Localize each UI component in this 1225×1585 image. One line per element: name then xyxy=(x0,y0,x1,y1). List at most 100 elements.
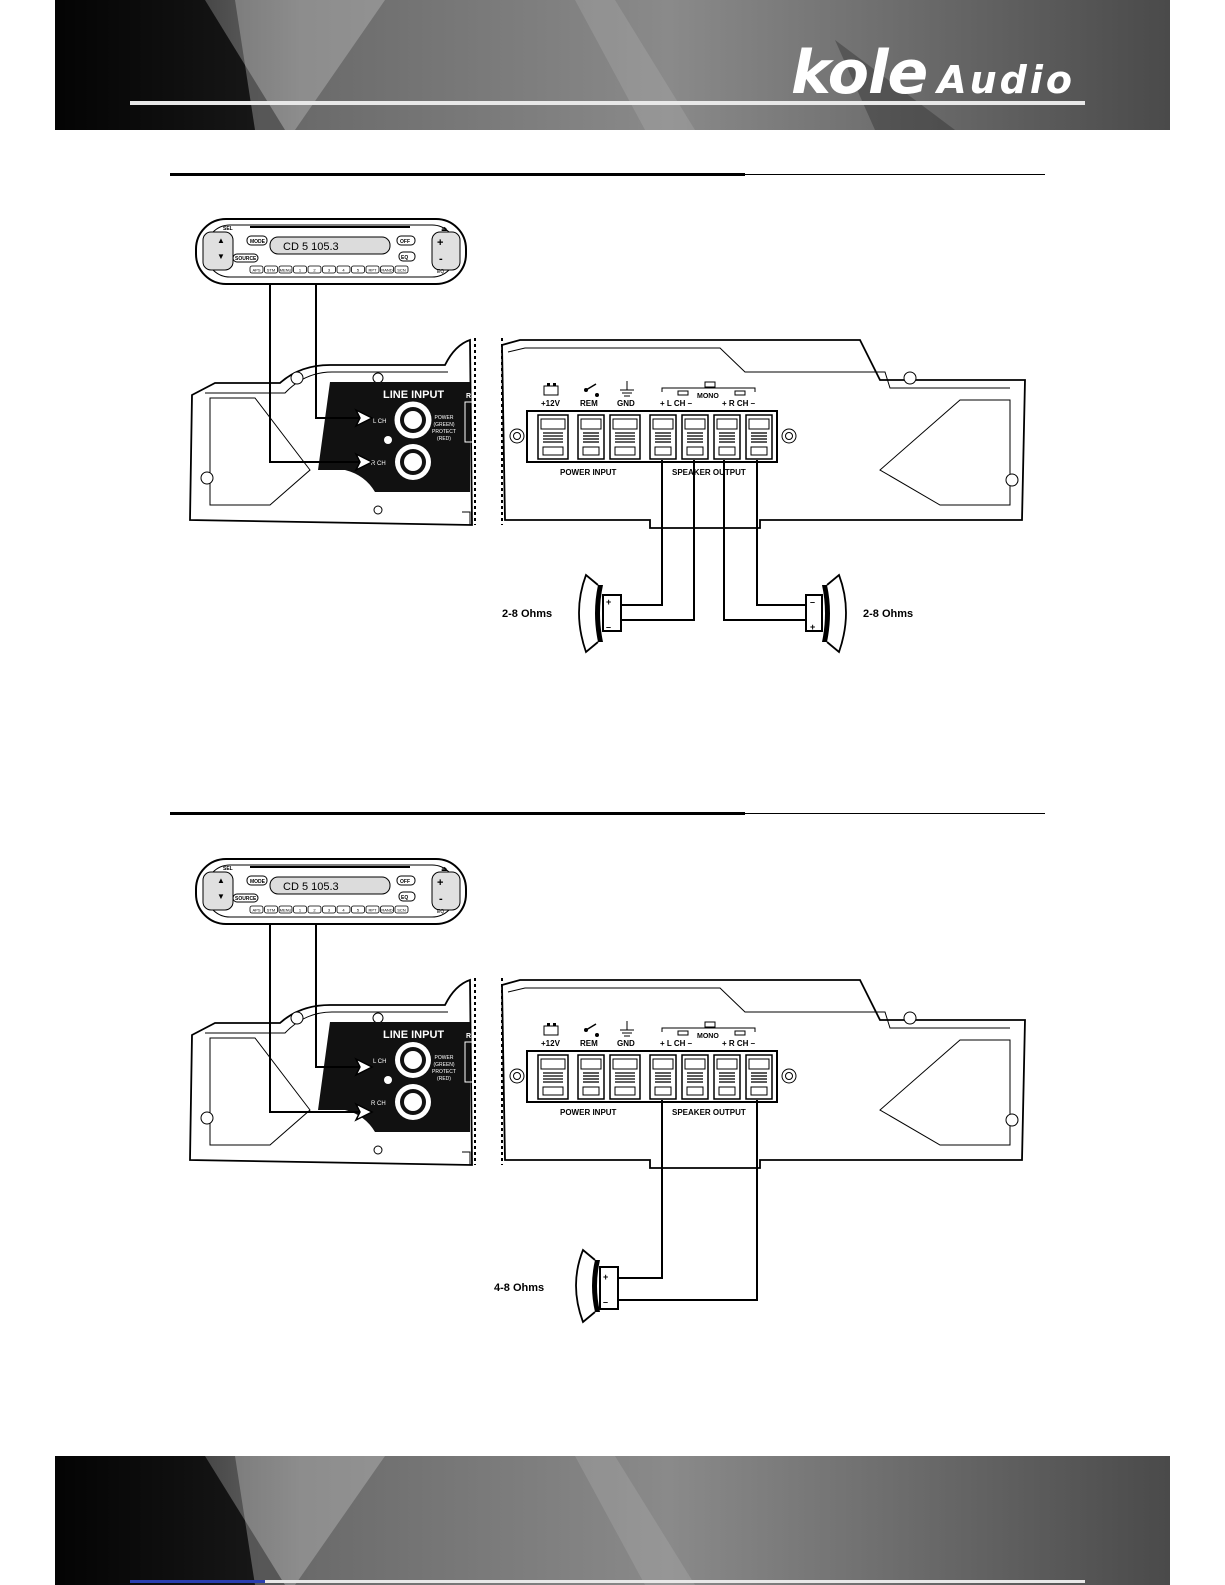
speaker-left-minus: – xyxy=(606,622,611,632)
speaker-output-label: SPEAKER OUTPUT xyxy=(672,468,746,477)
head-unit-button-label: STM xyxy=(267,908,275,913)
terminal-left-plus xyxy=(649,414,677,460)
output-left-label: + L CH – xyxy=(660,1039,693,1048)
status-red: (RED) xyxy=(437,436,451,442)
head-unit-button-label: 2 xyxy=(313,908,316,913)
head-unit-button-label: APS xyxy=(252,908,260,913)
head-unit-button xyxy=(307,905,322,914)
terminal-gnd xyxy=(609,414,641,460)
wiring xyxy=(269,284,810,621)
terminal-12v xyxy=(537,1054,569,1100)
head-unit-button xyxy=(278,905,293,914)
speaker-right-minus: – xyxy=(810,597,815,607)
wiring-diagram-stereo: SEL ▲ ▼ ⏏ + - MODE SOURCE CD 5 105.3 OFF… xyxy=(0,0,1225,720)
amplifier: LINE INPUT L CH R CH POWER (GREEN) PROTE… xyxy=(189,338,1026,529)
head-unit-eq: EQ xyxy=(401,895,408,901)
arrow-icon xyxy=(354,408,374,428)
head-unit-button xyxy=(293,265,307,274)
power-input-label: POWER INPUT xyxy=(560,1108,617,1117)
terminal-gnd xyxy=(609,1054,641,1100)
brand-name: kole xyxy=(790,38,928,108)
speaker-mono-plus: + xyxy=(603,1272,608,1282)
head-unit-button-label: RAND xyxy=(381,268,392,273)
terminal-gnd-label: GND xyxy=(617,399,635,408)
head-unit-off: OFF xyxy=(400,879,410,885)
ground-icon xyxy=(620,381,634,397)
head-unit-button xyxy=(249,265,264,274)
head-unit-eq2: EQ xyxy=(437,909,444,915)
speaker-mono: + – xyxy=(575,1248,619,1324)
terminal-right-plus xyxy=(713,414,741,460)
switch-icon xyxy=(584,383,599,397)
head-unit-button xyxy=(351,905,365,914)
line-input-r-ch: R CH xyxy=(371,461,386,467)
left-speaker-impedance: 2-8 Ohms xyxy=(502,608,552,620)
head-unit-mode: MODE xyxy=(250,879,266,885)
mono-speaker-impedance: 4-8 Ohms xyxy=(494,1282,544,1294)
terminal-rem xyxy=(577,414,605,460)
terminal-12v xyxy=(537,414,569,460)
speaker-mono-minus: – xyxy=(603,1297,608,1307)
speaker-left-plus: + xyxy=(606,597,611,607)
eject-icon: ⏏ xyxy=(441,866,448,873)
head-unit-display: CD 5 105.3 xyxy=(283,241,339,253)
line-input-r-ch: R CH xyxy=(371,1101,386,1107)
power-input-label: POWER INPUT xyxy=(560,468,617,477)
status-green: (GREEN) xyxy=(433,422,454,428)
head-unit-source: SOURCE xyxy=(235,256,257,262)
head-unit-button-label: 3 xyxy=(328,268,331,273)
eject-icon: ⏏ xyxy=(441,226,448,233)
output-right-label: + R CH – xyxy=(722,1039,756,1048)
head-unit-button-label: SCN xyxy=(397,268,406,273)
line-input-l-ch: L CH xyxy=(373,419,386,425)
output-left-label: + L CH – xyxy=(660,399,693,408)
terminal-gnd-label: GND xyxy=(617,1039,635,1048)
down-arrow-icon: ▼ xyxy=(217,892,225,901)
terminal-left-minus xyxy=(681,414,709,460)
volume-up-icon: + xyxy=(437,877,443,889)
status-power: POWER xyxy=(435,1055,454,1061)
line-input-l-ch: L CH xyxy=(373,1059,386,1065)
arrow-icon xyxy=(354,452,374,472)
head-unit-button xyxy=(249,905,264,914)
head-unit-button xyxy=(394,905,409,914)
head-unit-button-label: 1 xyxy=(299,908,302,913)
status-red: (RED) xyxy=(437,1076,451,1082)
volume-down-icon: - xyxy=(439,253,443,265)
terminal-rem-label: REM xyxy=(580,399,598,408)
head-unit-button xyxy=(264,265,278,274)
status-green: (GREEN) xyxy=(433,1062,454,1068)
volume-down-icon: - xyxy=(439,893,443,905)
up-arrow-icon: ▲ xyxy=(217,236,225,245)
head-unit-button-label: 3 xyxy=(328,908,331,913)
head-unit-button-label: 4 xyxy=(342,908,345,913)
head-unit-button-label: 4 xyxy=(342,268,345,273)
head-unit-button xyxy=(365,905,380,914)
speaker-output-label: SPEAKER OUTPUT xyxy=(672,1108,746,1117)
head-unit-button xyxy=(336,265,351,274)
amplifier: LINE INPUT L CH R CH POWER (GREEN) PROTE… xyxy=(189,978,1026,1169)
speaker-right: – + xyxy=(805,573,847,654)
right-speaker-impedance: 2-8 Ohms xyxy=(863,608,913,620)
head-unit-button xyxy=(336,905,351,914)
up-arrow-icon: ▲ xyxy=(217,876,225,885)
battery-icon xyxy=(543,1023,559,1036)
terminal-12v-label: +12V xyxy=(541,1039,561,1048)
head-unit-button xyxy=(278,265,293,274)
wiring xyxy=(269,924,758,1301)
down-arrow-icon: ▼ xyxy=(217,252,225,261)
arrow-icon xyxy=(354,1057,374,1077)
head-unit: SEL ▲ ▼ ⏏ + - MODE SOURCE CD 5 105.3 OFF… xyxy=(195,858,467,925)
head-unit-button-label: RAND xyxy=(381,908,392,913)
head-unit-button-label: STM xyxy=(267,268,275,273)
head-unit-button xyxy=(293,905,307,914)
head-unit-off: OFF xyxy=(400,239,410,245)
volume-up-icon: + xyxy=(437,237,443,249)
line-input-label: LINE INPUT xyxy=(383,389,444,401)
rs-label: RS xyxy=(466,1033,476,1040)
head-unit-display: CD 5 105.3 xyxy=(283,881,339,893)
terminal-rem xyxy=(577,1054,605,1100)
status-power: POWER xyxy=(435,415,454,421)
